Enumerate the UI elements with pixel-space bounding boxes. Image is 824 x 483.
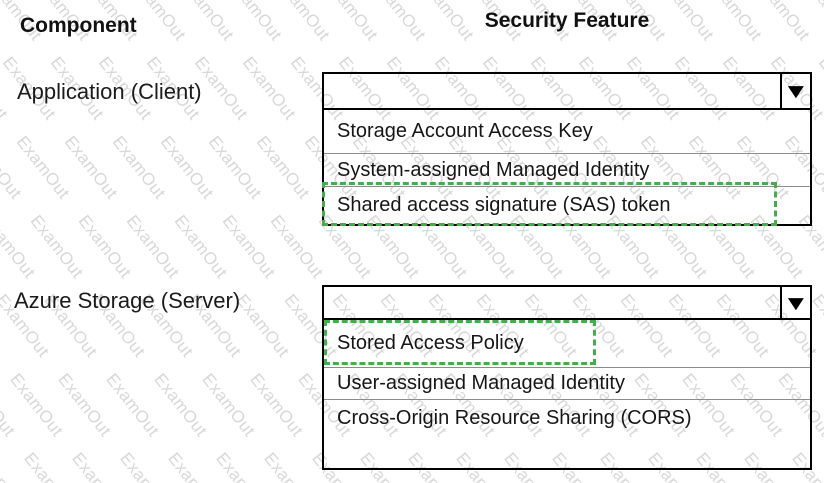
- chevron-down-icon: ▼: [782, 290, 810, 315]
- watermark-text: ExamOut ExamOut ExamOut ExamOut ExamOut …: [0, 0, 358, 483]
- component-label-application-client: Application (Client): [17, 79, 202, 104]
- security-feature-dropdown-application: ▼ Storage Account Access Key System-assi…: [322, 72, 812, 226]
- dropdown-option-system-assigned-managed-identity[interactable]: System-assigned Managed Identity: [324, 153, 810, 186]
- dropdown-option-list: Storage Account Access Key System-assign…: [324, 110, 810, 224]
- dropdown-option-storage-account-access-key[interactable]: Storage Account Access Key: [337, 120, 593, 142]
- dropdown-select-azure-storage[interactable]: ▼: [324, 287, 810, 320]
- dropdown-option-stored-access-policy[interactable]: Stored Access Policy: [337, 332, 524, 354]
- chevron-down-icon: ▼: [782, 79, 810, 103]
- dropdown-option-shared-access-signature-token[interactable]: Shared access signature (SAS) token: [324, 186, 810, 224]
- component-label-azure-storage-server: Azure Storage (Server): [14, 288, 241, 313]
- security-feature-column-header: Security Feature: [484, 9, 650, 32]
- dropdown-arrow-button[interactable]: ▼: [780, 287, 810, 318]
- component-column-header: Component: [20, 14, 137, 37]
- security-feature-dropdown-azure-storage: ▼ Stored Access Policy User-assigned Man…: [322, 285, 812, 470]
- watermark-text: ExamOut ExamOut ExamOut ExamOut ExamOut …: [0, 0, 310, 483]
- dropdown-option-list: Stored Access Policy User-assigned Manag…: [324, 320, 810, 468]
- dropdown-arrow-button[interactable]: ▼: [780, 74, 810, 108]
- dropdown-option-cross-origin-resource-sharing[interactable]: Cross-Origin Resource Sharing (CORS): [324, 399, 810, 437]
- dropdown-option-user-assigned-managed-identity[interactable]: User-assigned Managed Identity: [324, 367, 810, 399]
- dropdown-select-application[interactable]: ▼: [324, 74, 810, 110]
- dropdown-empty-space: [324, 437, 810, 468]
